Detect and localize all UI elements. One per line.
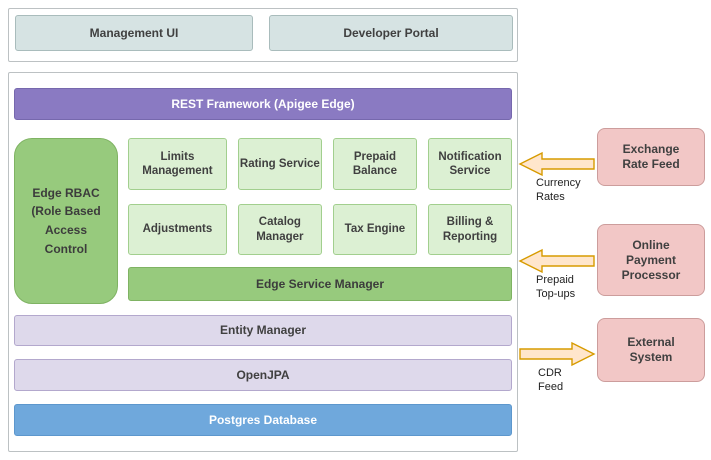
postgres-database-node: Postgres Database [14, 404, 512, 436]
prepaid-balance-node: Prepaid Balance [332, 138, 417, 190]
cdr-feed-flow-label: CDR Feed [538, 367, 564, 393]
external-system-label: External System [627, 335, 675, 364]
edge-rbac-node: Edge RBAC (Role Based Access Control [14, 138, 118, 304]
rest-framework-node: REST Framework (Apigee Edge) [14, 88, 512, 120]
edge-service-manager-label: Edge Service Manager [255, 276, 385, 291]
management-ui-label: Management UI [89, 25, 179, 40]
postgres-database-label: Postgres Database [208, 412, 318, 427]
openjpa-label: OpenJPA [236, 367, 290, 382]
adjustments-label: Adjustments [142, 223, 213, 236]
billing-reporting-label: Billing & Reporting [442, 216, 498, 243]
edge-rbac-line-3: Access [44, 223, 88, 237]
management-ui-node: Management UI [15, 15, 253, 51]
prepaid-balance-label: Prepaid Balance [352, 150, 397, 177]
prepaid-topups-flow-label: Prepaid Top-ups [536, 274, 576, 300]
developer-portal-node: Developer Portal [269, 15, 513, 51]
entity-manager-label: Entity Manager [219, 323, 306, 337]
clients-container: Management UI Developer Portal [8, 8, 518, 62]
rest-framework-label: REST Framework (Apigee Edge) [171, 96, 355, 111]
online-payment-processor-node: Online Payment Processor [597, 224, 705, 296]
currency-rates-flow-label: Currency Rates [536, 177, 581, 203]
exchange-rate-feed-label: Exchange Rate Feed [622, 142, 680, 171]
rating-service-label: Rating Service [239, 157, 320, 170]
openjpa-node: OpenJPA [14, 359, 512, 391]
currency-rates-arrow-left-icon [518, 151, 595, 177]
services-row-1: Limits Management Rating Service Prepaid… [128, 138, 513, 190]
entity-manager-node: Entity Manager [14, 315, 512, 346]
billing-reporting-node: Billing & Reporting [427, 204, 513, 255]
cdr-feed-arrow-right-icon [519, 341, 596, 367]
rating-service-node: Rating Service [237, 138, 322, 190]
limits-management-node: Limits Management [128, 138, 227, 190]
edge-service-manager-node: Edge Service Manager [128, 267, 512, 301]
notification-service-label: Notification Service [438, 150, 502, 177]
limits-management-label: Limits Management [142, 150, 213, 177]
services-row-2: Adjustments Catalog Manager Tax Engine B… [128, 204, 513, 255]
edge-rbac-line-2: (Role Based [31, 204, 101, 219]
external-system-node: External System [597, 318, 705, 382]
edge-rbac-line-1: Edge RBAC [32, 185, 100, 200]
exchange-rate-feed-node: Exchange Rate Feed [597, 128, 705, 186]
catalog-manager-node: Catalog Manager [237, 204, 322, 255]
developer-portal-label: Developer Portal [343, 25, 439, 40]
tax-engine-node: Tax Engine [332, 204, 417, 255]
online-payment-processor-label: Online Payment Processor [621, 237, 681, 282]
adjustments-node: Adjustments [128, 204, 227, 255]
prepaid-topups-arrow-left-icon [518, 248, 595, 274]
tax-engine-label: Tax Engine [344, 223, 406, 236]
catalog-manager-label: Catalog Manager [256, 216, 304, 243]
notification-service-node: Notification Service [427, 138, 513, 190]
edge-rbac-line-4: Control [44, 241, 88, 256]
